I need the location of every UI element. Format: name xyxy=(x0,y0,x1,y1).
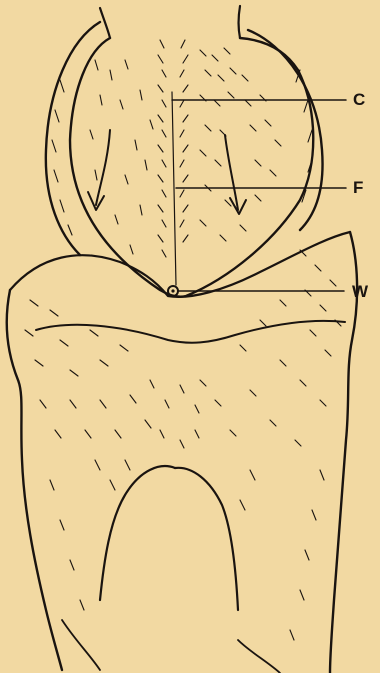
left-leg-lower-outline xyxy=(62,620,100,670)
label-f: F xyxy=(353,179,363,196)
hair-hatching xyxy=(25,40,341,640)
whorl-center xyxy=(171,289,174,292)
right-leg-lower-outline xyxy=(238,640,280,673)
right-leg-inner-outline xyxy=(175,468,238,610)
label-w: W xyxy=(352,283,368,300)
left-leg-inner-outline xyxy=(100,466,175,600)
label-c: C xyxy=(353,91,365,108)
top-left-outline xyxy=(100,8,110,38)
left-arrow-shaft xyxy=(96,130,110,205)
top-right-outline xyxy=(239,6,241,38)
left-body-outline xyxy=(7,290,62,670)
thigh-division-outline xyxy=(36,321,345,343)
lower-curve-outline xyxy=(10,232,350,297)
center-parting-line xyxy=(172,92,176,285)
outer-right-outline xyxy=(248,30,323,230)
